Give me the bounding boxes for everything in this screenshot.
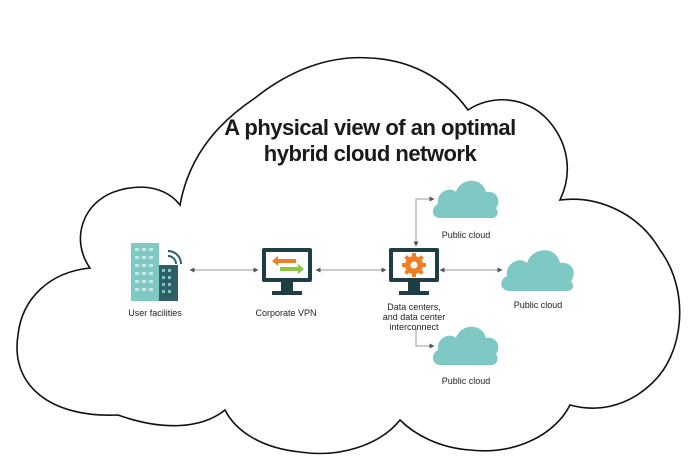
cloud-outline <box>16 56 681 455</box>
connector-datacenter-cloud-bottom <box>415 328 435 349</box>
public-cloud-right-label: Public cloud <box>514 300 563 310</box>
public-cloud-bottom-label: Public cloud <box>442 376 491 386</box>
public-cloud-top-label: Public cloud <box>442 230 491 240</box>
connector-datacenter-cloud-top <box>413 196 435 247</box>
diagram-title-line1: A physical view of an optimal <box>224 115 516 140</box>
cloud-icon <box>432 326 499 366</box>
monitor-gear-icon <box>389 248 439 295</box>
user-facilities-label: User facilities <box>128 308 182 318</box>
data-centers-label-line1: Data centers, <box>387 302 441 312</box>
monitor-arrows-icon <box>262 248 312 295</box>
office-buildings-icon <box>131 243 182 301</box>
corporate-vpn-label: Corporate VPN <box>255 308 316 318</box>
cloud-icon <box>501 250 574 292</box>
data-centers-label-line2: and data center <box>383 312 446 322</box>
cloud-icon <box>432 180 499 219</box>
data-centers-label-line3: interconnect <box>389 322 439 332</box>
diagram-title-line2: hybrid cloud network <box>264 141 478 166</box>
